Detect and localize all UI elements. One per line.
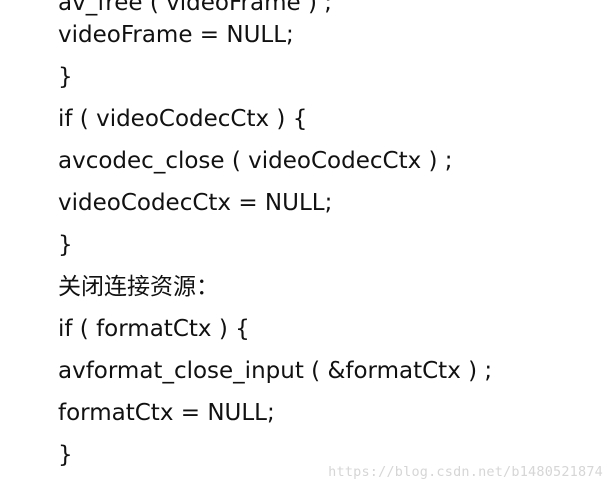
watermark-url: https://blog.csdn.net/b1480521874 xyxy=(328,464,603,480)
code-line-formatctx-null: formatCtx = NULL; xyxy=(58,400,275,426)
code-snippet: av_free ( videoFrame ) ; videoFrame = NU… xyxy=(58,0,598,482)
code-line-comment-close-resources: 关闭连接资源： xyxy=(58,274,219,300)
code-line-videoframe-null: videoFrame = NULL; xyxy=(58,22,294,48)
code-line-if-formatctx: if ( formatCtx ) { xyxy=(58,316,250,342)
code-line-avformat-close-input: avformat_close_input ( &formatCtx ) ; xyxy=(58,358,493,384)
code-line-avcodec-close: avcodec_close ( videoCodecCtx ) ; xyxy=(58,148,453,174)
code-line-close-brace: } xyxy=(58,442,73,468)
code-line-close-brace: } xyxy=(58,64,73,90)
code-line-close-brace: } xyxy=(58,232,73,258)
code-line-if-videocodecctx: if ( videoCodecCtx ) { xyxy=(58,106,308,132)
code-line-av-free: av_free ( videoFrame ) ; xyxy=(58,0,332,16)
code-line-videocodecctx-null: videoCodecCtx = NULL; xyxy=(58,190,333,216)
